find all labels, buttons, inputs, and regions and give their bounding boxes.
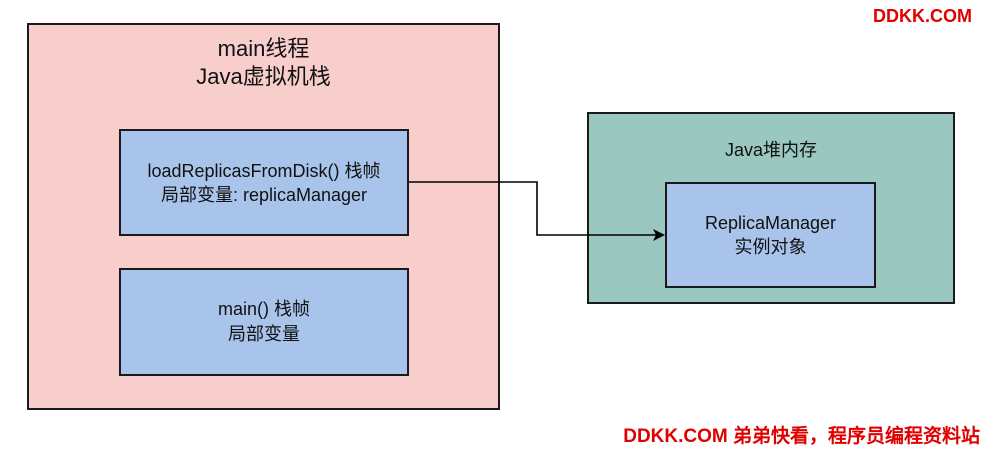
object-kind-label: 实例对象 — [734, 237, 807, 257]
watermark-top: DDKK.COM — [873, 6, 972, 26]
load-replicas-stack-frame: loadReplicasFromDisk() 栈帧 局部变量: replicaM… — [119, 129, 409, 236]
main-frame-label: main() 栈帧 — [217, 299, 310, 319]
load-replicas-local-var-label: 局部变量: replicaManager — [160, 184, 368, 205]
stack-name-label: Java虚拟机栈 — [196, 64, 331, 89]
load-replicas-frame-label: loadReplicasFromDisk() 栈帧 — [147, 160, 381, 181]
object-class-label: ReplicaManager — [704, 213, 837, 233]
watermark-bottom: DDKK.COM 弟弟快看，程序员编程资料站 — [623, 426, 980, 447]
main-local-var-label: 局部变量 — [228, 324, 300, 344]
replica-manager-object: ReplicaManager 实例对象 — [665, 182, 876, 288]
heap-title: Java堆内存 — [724, 140, 818, 160]
main-stack-frame: main() 栈帧 局部变量 — [119, 268, 409, 376]
jvm-stack-title: main线程 Java虚拟机栈 — [29, 35, 498, 91]
thread-name-label: main线程 — [217, 36, 310, 61]
